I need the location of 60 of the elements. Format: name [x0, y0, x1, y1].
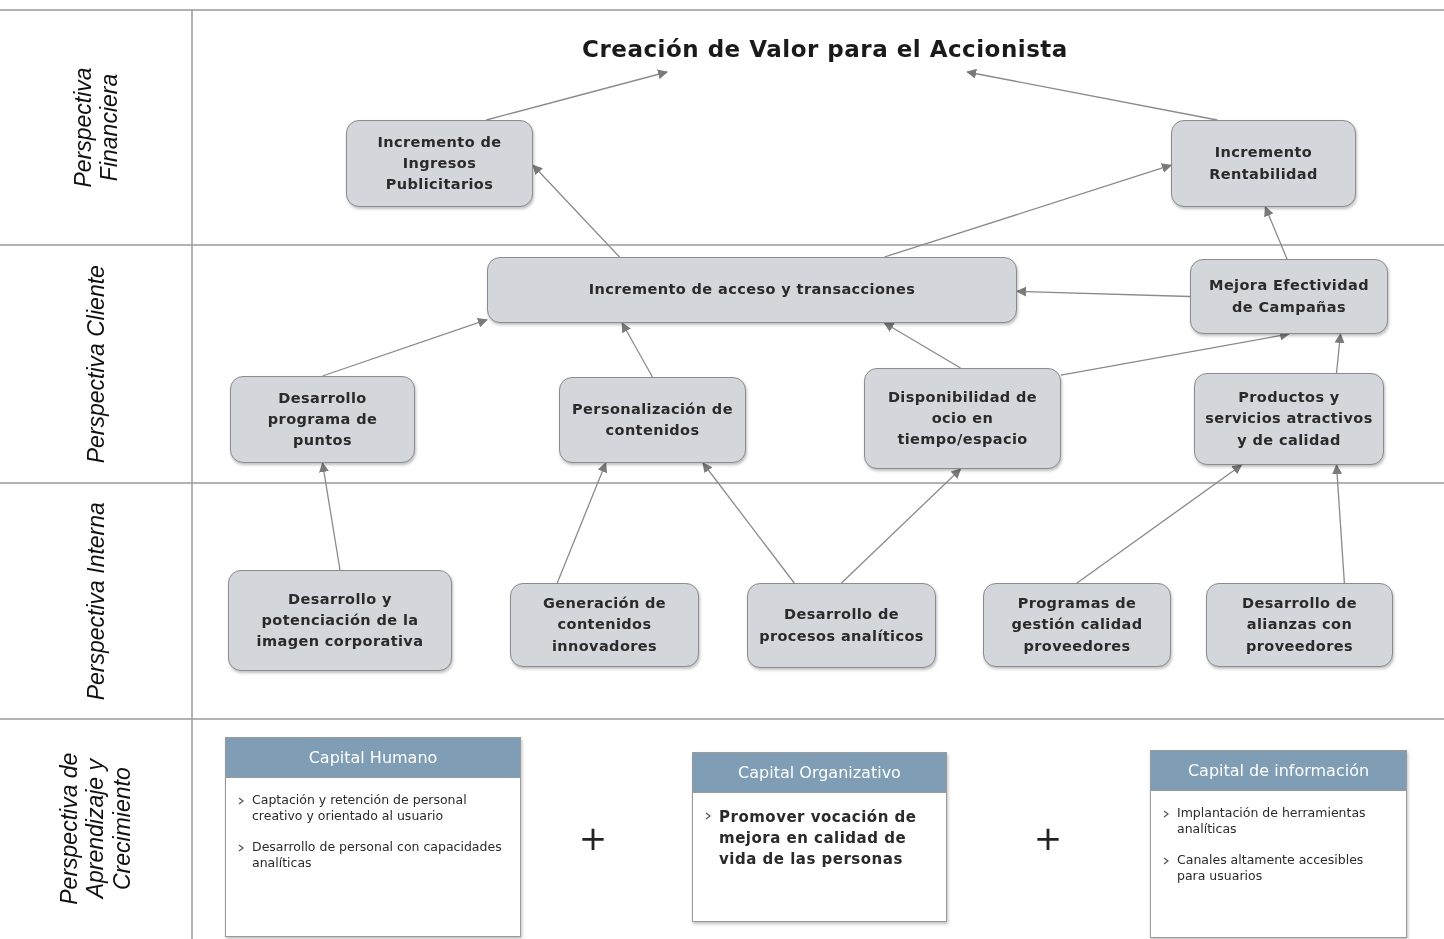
capital-card: [1150, 750, 1407, 938]
box-label: Desarrollo de procesos analíticos: [758, 605, 925, 646]
process-box: [228, 570, 452, 671]
box-label: Mejora Efectividad de Campañas: [1208, 276, 1370, 317]
arrow: [1076, 464, 1243, 584]
bullet-text: Captación y retención de personal creativo y orientado al usuario: [252, 792, 468, 825]
box-label: Generación de contenidos innovadores: [541, 594, 668, 656]
process-box: [510, 583, 699, 667]
process-box: [230, 376, 415, 463]
capital-card: [692, 752, 947, 922]
process-box: [559, 377, 746, 463]
perspective-label: Perspectiva Interna: [82, 500, 110, 703]
bullet-text: Implantación de herramientas analíticas: [1177, 805, 1367, 838]
arrow: [485, 69, 668, 121]
box-label: Personalización de contenidos: [571, 400, 734, 440]
process-box: [1171, 120, 1356, 207]
box-label: Desarrollo y potenciación de la imagen corporativa: [255, 589, 425, 651]
box-label: Programas de gestión calidad proveedores: [1010, 594, 1144, 656]
perspective-label: Perspectiva Financiera: [69, 66, 123, 190]
box-label: Incremento de acceso y transacciones: [588, 280, 916, 300]
process-box: [1194, 373, 1384, 465]
arrow: [321, 317, 488, 377]
goal-label: Creación de Valor para el Accionista: [582, 36, 1068, 62]
box-label: Incremento de Ingresos Publicitarios: [376, 132, 503, 194]
arrow: [883, 163, 1172, 258]
box-label: Incremento Rentabilidad: [1208, 143, 1319, 184]
arrow: [1332, 464, 1346, 584]
arrow: [883, 322, 962, 369]
arrow: [532, 164, 621, 258]
process-box: [1206, 583, 1393, 667]
process-box: [346, 120, 533, 207]
arrow: [1016, 286, 1191, 298]
box-label: Productos y servicios atractivos y de calidad: [1204, 388, 1374, 450]
arrow: [319, 462, 341, 571]
arrow: [966, 68, 1218, 121]
arrow: [556, 462, 607, 584]
arrow: [702, 462, 795, 584]
perspective-label: Perspectiva de Aprendizaje y Crecimiento: [56, 751, 136, 908]
box-label: Disponibilidad de ocio en tiempo/espacio: [886, 387, 1039, 449]
capital-card: [225, 737, 521, 937]
process-box: [747, 583, 936, 668]
process-box: [983, 583, 1171, 667]
bullet-text: Canales altamente accesibles para usuarios: [1177, 851, 1365, 884]
bullet-text: Desarrollo de personal con capacidades analíticas: [252, 838, 503, 871]
box-label: Desarrollo de alianzas con proveedores: [1241, 594, 1358, 656]
arrow: [840, 468, 962, 584]
process-box: [864, 368, 1061, 469]
card-header: Capital de información: [1151, 751, 1406, 791]
plus-sign: +: [1033, 821, 1063, 855]
box-label: Desarrollo programa de puntos: [266, 388, 379, 450]
arrow: [1334, 333, 1345, 374]
bullet-text: Promover vocación de mejora en calidad de vida de las personas: [719, 807, 918, 870]
perspective-label: Perspectiva Cliente: [82, 263, 110, 466]
plus-sign: +: [578, 821, 608, 855]
process-box: [487, 257, 1017, 323]
arrow: [1264, 206, 1288, 260]
card-header: Capital Humano: [226, 738, 520, 778]
process-box: [1190, 259, 1388, 334]
card-header: Capital Organizativo: [693, 753, 946, 793]
arrow: [621, 322, 654, 378]
